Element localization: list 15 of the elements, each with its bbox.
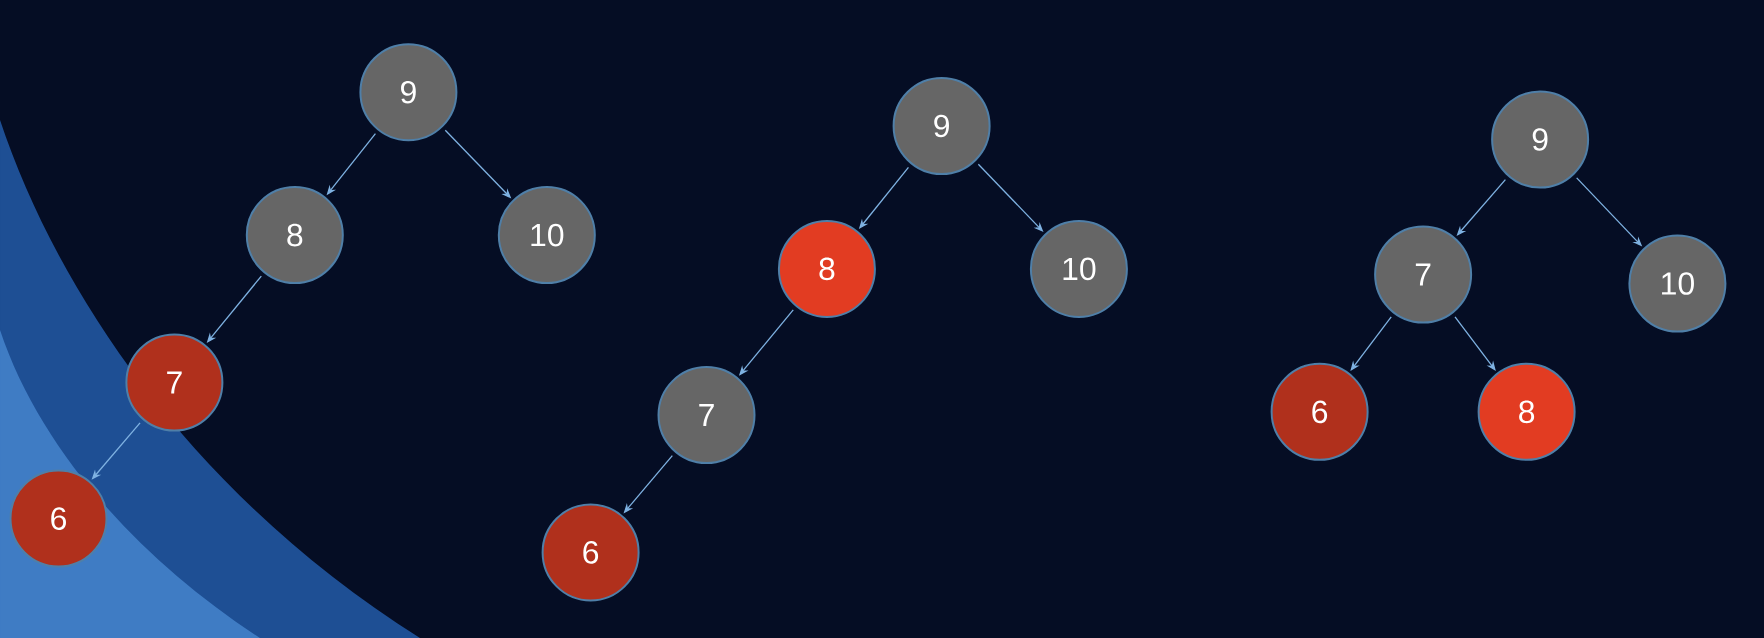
tree-node: 7: [1374, 225, 1473, 324]
tree-node: 10: [497, 186, 596, 285]
tree-node: 6: [1270, 362, 1369, 461]
tree-node: 8: [245, 186, 344, 285]
tree-node: 7: [657, 366, 756, 465]
tree-node: 9: [359, 43, 458, 142]
tree-node: 9: [892, 77, 991, 175]
tree-node: 7: [125, 333, 224, 432]
tree-node: 9: [1491, 90, 1590, 189]
tree-node: 10: [1029, 219, 1128, 318]
tree-node: 6: [9, 469, 108, 568]
tree-node: 8: [1477, 362, 1576, 461]
tree-node: 6: [541, 503, 640, 602]
tree-node: 8: [777, 219, 876, 318]
tree-node: 10: [1628, 234, 1727, 333]
